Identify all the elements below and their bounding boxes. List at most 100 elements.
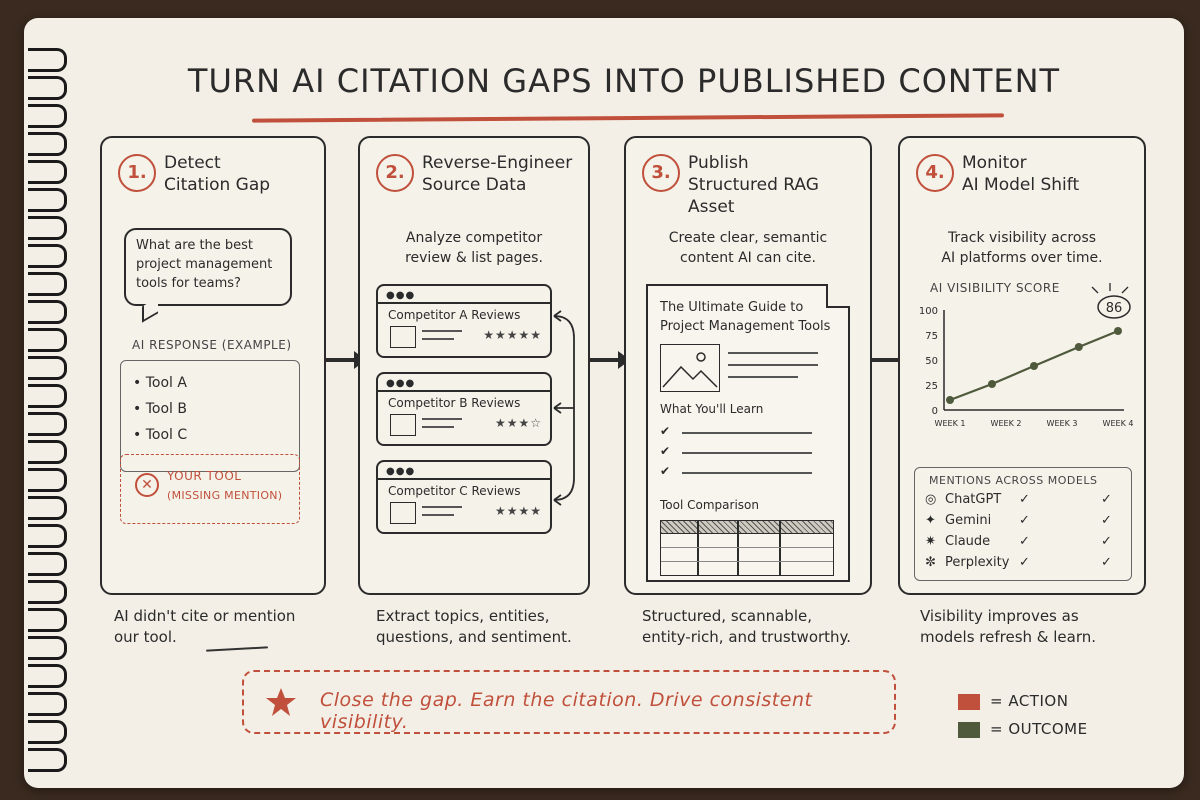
- banner-text: Close the gap. Earn the citation. Drive …: [320, 689, 813, 733]
- checkmark-icon: ✓: [1101, 492, 1112, 507]
- binding-ring: [28, 76, 67, 100]
- binding-ring: [28, 104, 67, 128]
- title-underline: [251, 113, 1005, 123]
- binding-ring: [28, 384, 67, 408]
- flow-arrow: [590, 351, 630, 369]
- x-tick-label: WEEK 3: [1047, 419, 1078, 428]
- ai-response-list: • Tool A • Tool B • Tool C: [120, 360, 300, 472]
- emphasis-stroke: [1121, 286, 1129, 294]
- step-reverse-caption: Extract topics, entities, questions, and…: [376, 607, 572, 646]
- data-point: [988, 380, 996, 388]
- missing-tool-label: YOUR TOOL: [167, 469, 242, 483]
- missing-tool-note: (MISSING MENTION): [167, 489, 283, 502]
- binding-ring: [28, 188, 67, 212]
- model-name: Claude: [945, 534, 991, 549]
- checkmark-icon: ✓: [1101, 513, 1112, 528]
- step-description: Track visibility across AI platforms ove…: [941, 230, 1103, 266]
- competitor-c-card: ●●● Competitor C Reviews ★★★★: [376, 460, 552, 534]
- list-item: • Tool B: [133, 401, 187, 417]
- competitor-b-card: ●●● Competitor B Reviews ★★★☆: [376, 372, 552, 446]
- binding-ring: [28, 524, 67, 548]
- binding-ring: [28, 636, 67, 660]
- score-annotation: 86: [1106, 301, 1123, 316]
- page-title: TURN AI CITATION GAPS INTO PUBLISHED CON…: [187, 62, 1061, 100]
- notebook-page: TURN AI CITATION GAPS INTO PUBLISHED CON…: [24, 18, 1184, 788]
- gemini-sparkle-icon: ✦: [925, 513, 936, 528]
- binding-ring: [28, 216, 67, 240]
- legend-outcome: = OUTCOME: [990, 720, 1088, 738]
- card-label: Competitor A Reviews: [388, 308, 521, 322]
- y-tick-label: 100: [919, 306, 938, 317]
- learn-heading: What You'll Learn: [660, 402, 764, 416]
- x-circle-icon: ✕: [135, 473, 159, 497]
- rating-stars: ★★★★: [494, 504, 542, 518]
- y-tick-label: 0: [932, 406, 938, 417]
- step-number: 1.: [118, 154, 156, 192]
- ai-response-label: AI RESPONSE (EXAMPLE): [132, 338, 292, 352]
- check-circle-icon: ✔: [660, 444, 671, 458]
- data-point: [946, 396, 954, 404]
- step-publish-panel: 3. Publish Structured RAG Asset Create c…: [624, 136, 872, 595]
- step-description: Analyze competitor review & list pages.: [405, 230, 543, 266]
- page-fold-icon: [826, 284, 850, 308]
- binding-ring: [28, 132, 67, 156]
- data-point: [1074, 343, 1083, 351]
- binding-ring: [28, 580, 67, 604]
- y-tick-label: 75: [925, 331, 938, 342]
- rating-stars: ★★★★★: [483, 328, 542, 342]
- card-label: Competitor C Reviews: [388, 484, 521, 498]
- binding-ring: [28, 748, 67, 772]
- x-tick-label: WEEK 1: [935, 419, 966, 428]
- model-name: Gemini: [945, 513, 992, 528]
- checkmark-icon: ✓: [1101, 555, 1112, 570]
- binding-ring: [28, 496, 67, 520]
- check-circle-icon: ✔: [660, 464, 671, 478]
- x-tick-label: WEEK 4: [1103, 419, 1134, 428]
- binding-ring: [28, 608, 67, 632]
- binding-ring: [28, 664, 67, 688]
- star-icon: [266, 688, 296, 716]
- card-label: Competitor B Reviews: [388, 396, 521, 410]
- checkmark-icon: ✓: [1019, 492, 1030, 507]
- mentions-box: MENTIONS ACROSS MODELS ◎ChatGPT✓✓✦Gemini…: [914, 467, 1132, 581]
- step-title: Reverse-Engineer Source Data: [422, 153, 573, 195]
- model-name: ChatGPT: [945, 492, 1002, 507]
- competitor-a-card: ●●● Competitor A Reviews ★★★★★: [376, 284, 552, 358]
- checkmark-icon: ✓: [1101, 534, 1112, 549]
- binding-ring: [28, 440, 67, 464]
- emphasis-stroke: [1091, 286, 1099, 294]
- checkmark-icon: ✓: [1019, 513, 1030, 528]
- step-number: 3.: [642, 154, 680, 192]
- y-tick-label: 25: [925, 381, 938, 392]
- outcome-swatch: [958, 722, 980, 738]
- legend-action: = ACTION: [990, 692, 1069, 710]
- missing-mention-box: ✕ YOUR TOOL (MISSING MENTION): [120, 454, 300, 524]
- step-detect-caption: AI didn't cite or mention our tool.: [114, 607, 296, 646]
- comparison-heading: Tool Comparison: [660, 498, 759, 512]
- spiral-binding: [24, 48, 67, 788]
- flow-arrow: [326, 351, 366, 369]
- y-tick-label: 50: [925, 356, 938, 367]
- data-point: [1030, 362, 1038, 370]
- query-speech-bubble: What are the best project management too…: [124, 228, 292, 306]
- claude-burst-icon: ✷: [925, 534, 936, 549]
- data-point: [1114, 327, 1122, 335]
- bracket-arrows-icon: [553, 310, 575, 506]
- step-detect-panel: 1. Detect Citation Gap What are the best…: [100, 136, 326, 595]
- step-publish-caption: Structured, scannable, entity-rich, and …: [642, 607, 852, 646]
- step-title: Monitor AI Model Shift: [962, 153, 1080, 195]
- binding-ring: [28, 356, 67, 380]
- binding-ring: [28, 272, 67, 296]
- step-number: 4.: [916, 154, 954, 192]
- binding-ring: [28, 692, 67, 716]
- step-title: Publish Structured RAG Asset: [688, 153, 819, 217]
- rating-stars: ★★★☆: [494, 416, 542, 430]
- score-badge: [1097, 295, 1131, 319]
- binding-ring: [28, 244, 67, 268]
- list-item: • Tool C: [133, 427, 188, 443]
- binding-ring: [28, 300, 67, 324]
- list-item: • Tool A: [133, 375, 187, 391]
- binding-ring: [28, 48, 67, 72]
- step-title: Detect Citation Gap: [164, 153, 271, 195]
